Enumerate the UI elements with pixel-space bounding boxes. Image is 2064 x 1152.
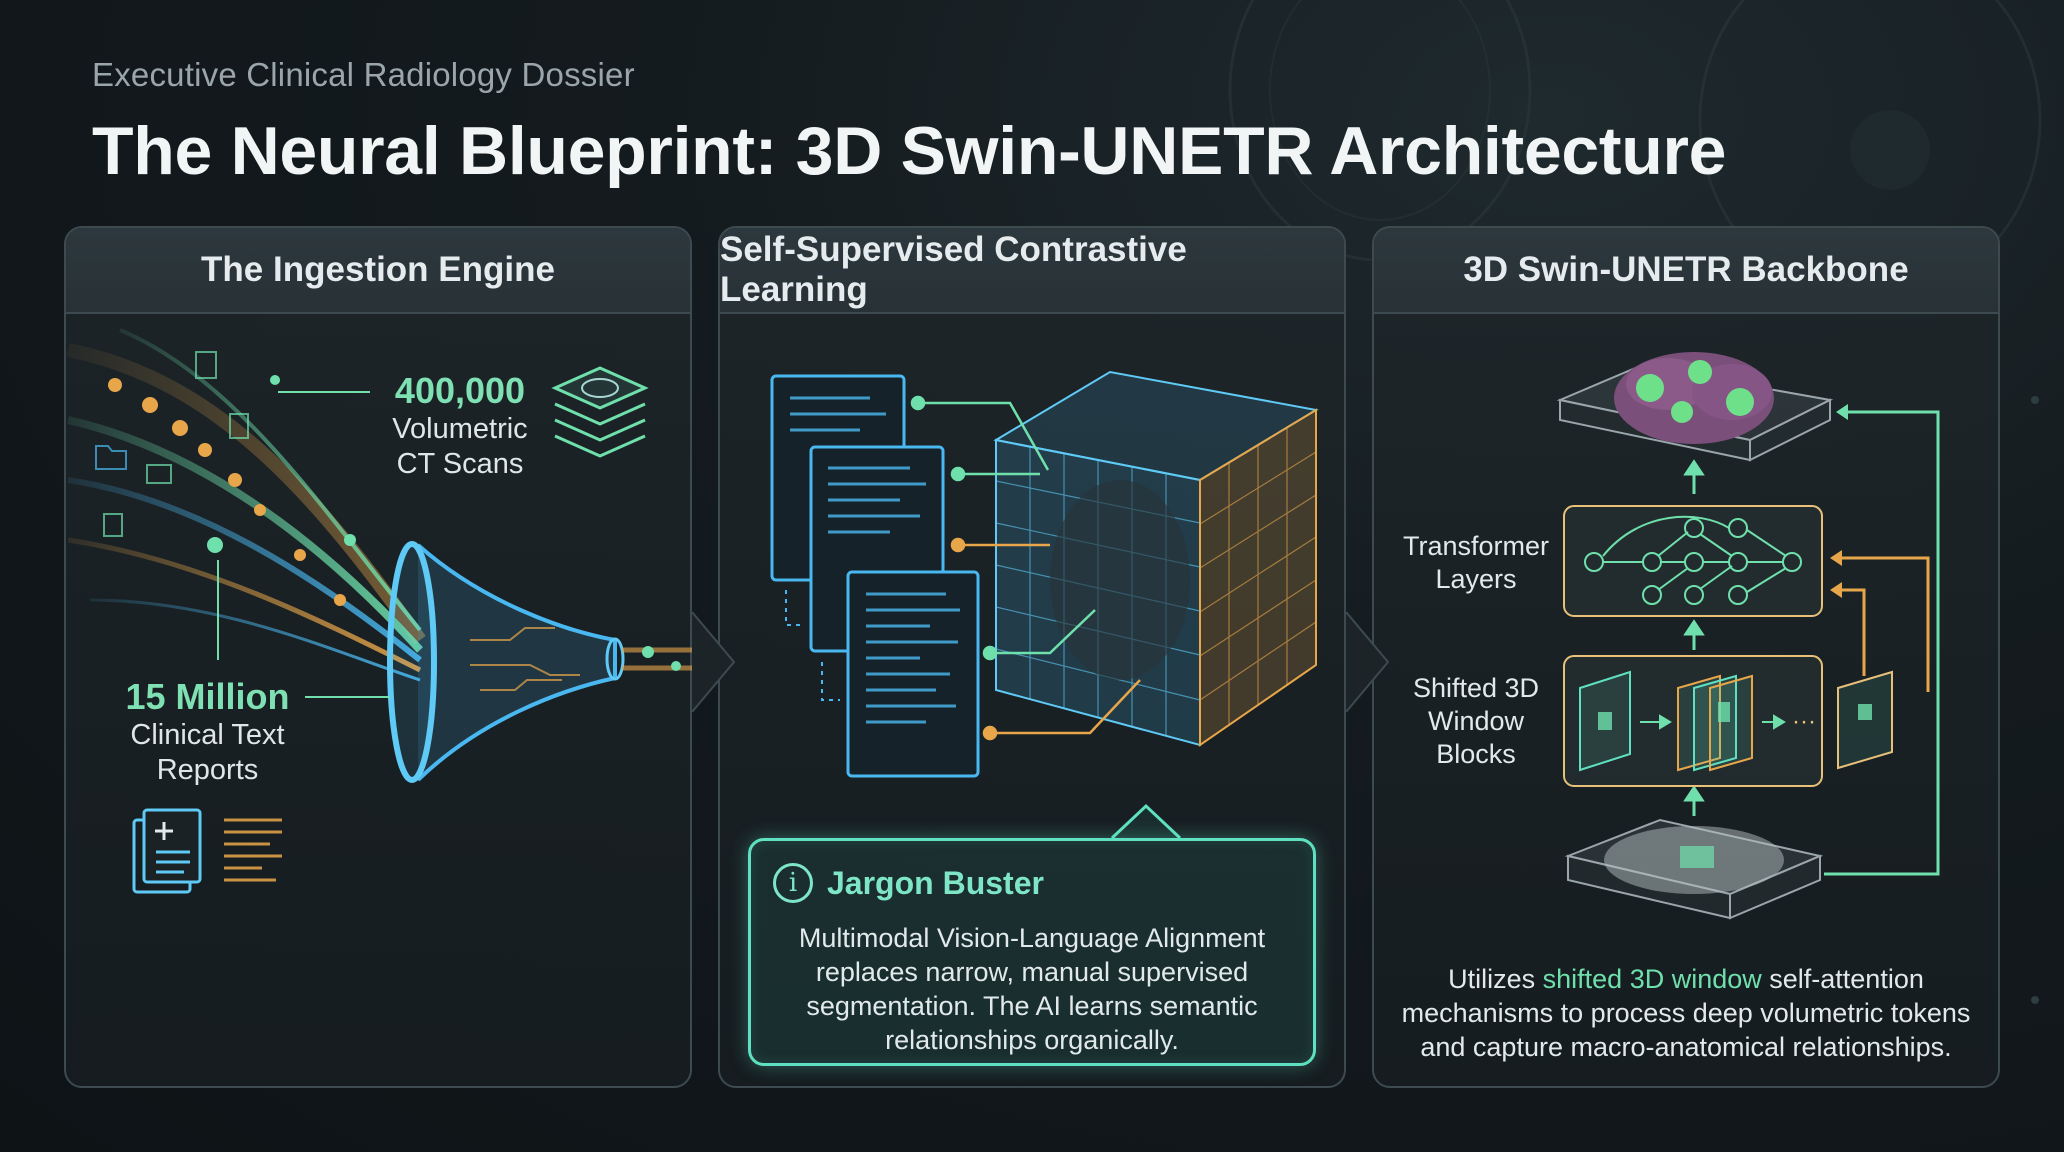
jargon-line: replaces narrow, manual supervised (815, 957, 1249, 987)
window-ellipsis: ··· (1792, 708, 1816, 735)
stat-value: 15 Million (125, 676, 290, 717)
label-line: Layers (1435, 564, 1517, 594)
label-line: Window (1427, 706, 1525, 736)
stat-ct-scans: 400,000 Volumetric CT Scans (370, 370, 550, 482)
info-icon: i (773, 863, 813, 903)
label-transformer-layers: Transformer Layers (1386, 530, 1566, 596)
panel-connector-chevron (691, 612, 736, 712)
label-line: Blocks (1436, 739, 1516, 769)
jargon-line: segmentation. The AI learns semantic (806, 991, 1258, 1021)
jargon-body: Multimodal Vision-Language Alignment rep… (771, 921, 1293, 1057)
stat-label-line2: CT Scans (396, 448, 524, 480)
page-kicker: Executive Clinical Radiology Dossier (92, 56, 635, 93)
stat-value: 400,000 (394, 370, 526, 411)
caption-line2: mechanisms to process deep volumetric to… (1401, 998, 1971, 1028)
stat-label-line1: Clinical Text (130, 719, 285, 751)
label-shifted-window-blocks: Shifted 3D Window Blocks (1386, 672, 1566, 771)
panel-title: The Ingestion Engine (66, 228, 690, 314)
caption-pre: Utilizes (1448, 964, 1543, 994)
caption-line3: and capture macro-anatomical relationshi… (1420, 1032, 1952, 1062)
stat-label-line2: Reports (156, 754, 259, 786)
backbone-caption: Utilizes shifted 3D window self-attentio… (1380, 962, 1992, 1064)
panel-connector-chevron (1345, 612, 1390, 712)
jargon-line: Multimodal Vision-Language Alignment (798, 923, 1266, 953)
panel-title: Self-Supervised Contrastive Learning (720, 228, 1344, 314)
panel-swin-unetr-backbone: 3D Swin-UNETR Backbone (1372, 226, 2000, 1088)
caption-highlight: shifted 3D window (1542, 964, 1762, 994)
jargon-line: relationships organically. (885, 1025, 1179, 1055)
stat-label-line1: Volumetric (392, 413, 528, 445)
stat-text-reports: 15 Million Clinical Text Reports (110, 676, 305, 788)
jargon-title: Jargon Buster (827, 865, 1044, 901)
panel-ingestion-engine: The Ingestion Engine (64, 226, 692, 1088)
page-title: The Neural Blueprint: 3D Swin-UNETR Arch… (92, 113, 1727, 189)
panel-title: 3D Swin-UNETR Backbone (1374, 228, 1998, 314)
label-line: Shifted 3D (1412, 673, 1540, 703)
caption-line1: Utilizes shifted 3D window self-attentio… (1380, 962, 1992, 996)
caption-post: self-attention (1761, 964, 1924, 994)
jargon-buster-callout: i Jargon Buster Multimodal Vision-Langua… (748, 838, 1316, 1066)
label-line: Transformer (1402, 531, 1550, 561)
